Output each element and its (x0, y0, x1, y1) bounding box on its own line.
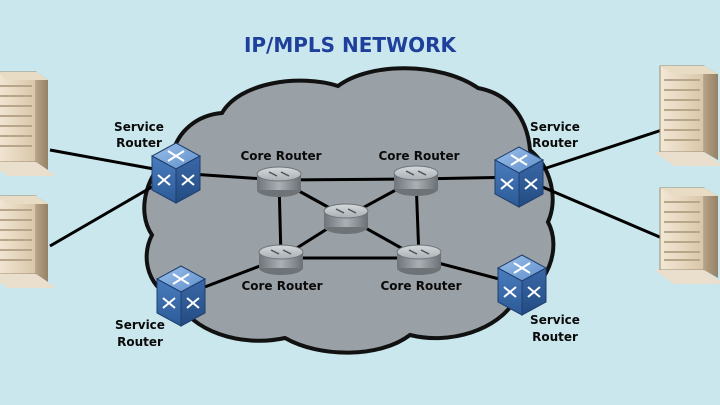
svg-text:Service: Service (530, 313, 580, 327)
diagram-title: IP/MPLS NETWORK (244, 33, 458, 57)
service-router-bottom-right (496, 254, 548, 316)
core-router-top-right (393, 165, 439, 196)
core-router-bottom-left (258, 244, 304, 275)
core-router-top-left (256, 166, 302, 197)
service-router-top-left (150, 142, 202, 204)
svg-text:Router: Router (116, 136, 162, 150)
core-router-center (323, 203, 369, 234)
svg-text:Service: Service (114, 120, 164, 134)
core-router-label-bottom-left: Core Router (241, 279, 322, 293)
building-top-right (654, 65, 720, 166)
service-router-bottom-left (155, 265, 207, 327)
core-router-label-bottom-right: Core Router (380, 279, 461, 293)
svg-text:Router: Router (532, 136, 578, 150)
svg-text:Service: Service (115, 318, 165, 332)
service-router-label-bottom-left: Service Router (115, 318, 165, 349)
building-bottom-left (0, 195, 56, 288)
svg-text:Router: Router (117, 335, 163, 349)
svg-text:Service: Service (530, 120, 580, 134)
link-core-router-top-left-to-core-router-top-right (278, 177, 417, 182)
service-router-label-top-right: Service Router (530, 120, 580, 150)
service-router-label-top-left: Service Router (114, 120, 164, 150)
core-router-bottom-right (396, 244, 442, 275)
building-top-left (0, 71, 56, 176)
service-router-label-bottom-right: Service Router (530, 313, 580, 344)
core-router-label-top-right: Core Router (378, 149, 459, 163)
service-router-top-right (493, 146, 545, 208)
building-bottom-right (654, 187, 720, 284)
core-router-label-top-left: Core Router (240, 149, 321, 163)
svg-text:Router: Router (532, 330, 578, 344)
